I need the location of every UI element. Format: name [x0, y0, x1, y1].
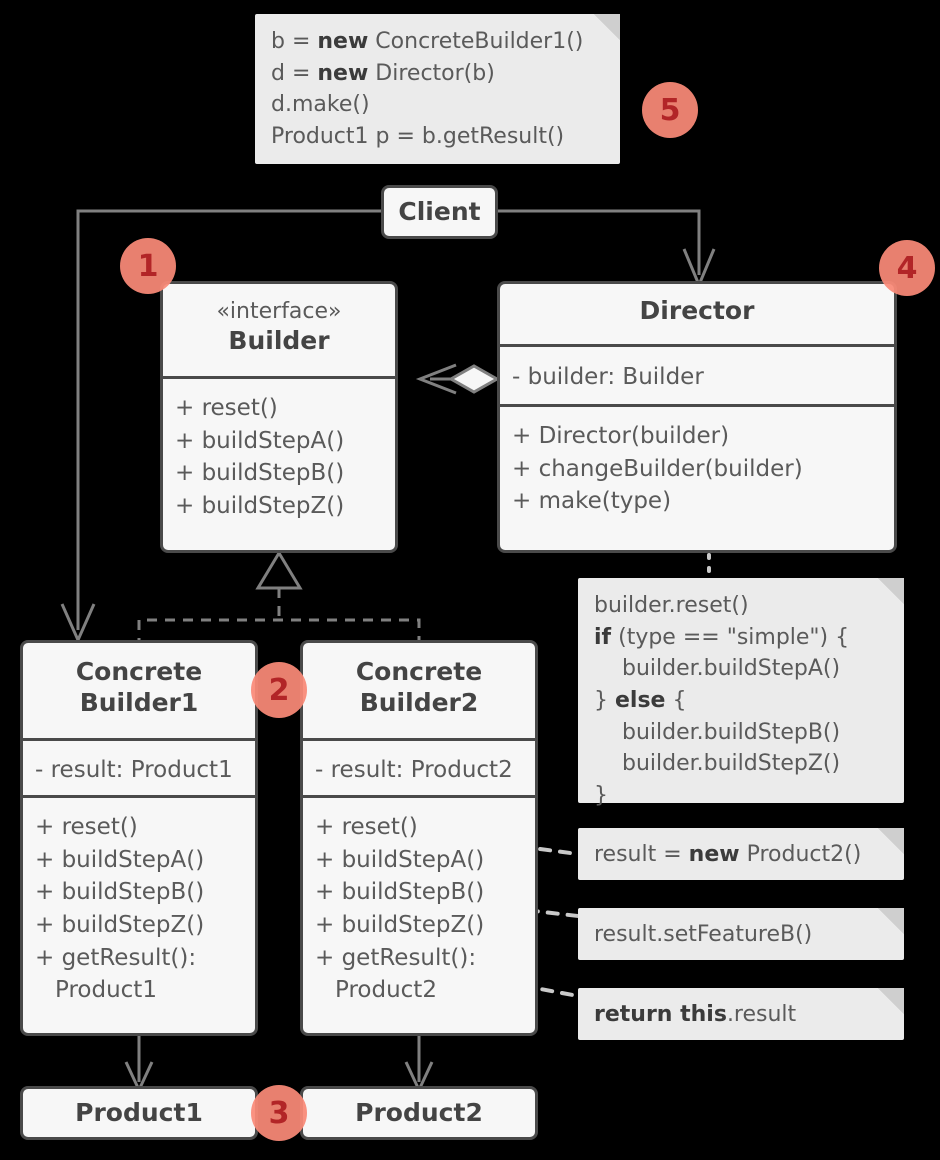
note-line: builder.reset()	[594, 593, 749, 618]
note-line: Product1 p = b.getResult()	[271, 124, 565, 150]
note-getresult-body: return this.result	[578, 988, 904, 1040]
class-box-director[interactable]: Director - builder: Builder + Director(b…	[497, 281, 897, 553]
badge-label: 2	[268, 672, 290, 708]
method-row: + buildStepA()	[315, 846, 485, 873]
class-title-concretebuilder2-line1: Concrete	[355, 657, 483, 686]
method-row: + Director(builder)	[512, 423, 730, 449]
note-make-body: builder.reset() if (type == "simple") { …	[578, 578, 904, 808]
class-box-client[interactable]: Client	[381, 185, 498, 239]
class-header-concretebuilder2: Concrete Builder2	[303, 643, 535, 738]
method-row: + buildStepZ()	[315, 911, 485, 938]
wire-concretebuilder2-to-product2	[404, 1036, 434, 1094]
class-fields-concretebuilder2: - result: Product2	[303, 738, 535, 795]
class-title-concretebuilder1-line2: Builder1	[79, 687, 199, 717]
note-fold-corner	[878, 988, 904, 1014]
note-line: }	[594, 783, 608, 809]
class-fields-director: - builder: Builder	[500, 344, 894, 404]
note-line: d.make()	[271, 92, 370, 118]
note-fold-corner	[594, 14, 620, 40]
field-row: - result: Product2	[315, 757, 513, 783]
method-row: + buildStepA()	[35, 846, 205, 873]
method-row: + reset()	[175, 395, 278, 421]
badge-label: 3	[268, 1095, 290, 1131]
method-row: + make(type)	[512, 488, 672, 515]
badge-2: 2	[251, 662, 307, 718]
note-line: b = new ConcreteBuilder1()	[271, 29, 584, 54]
class-title-concretebuilder2-line2: Builder2	[359, 687, 479, 717]
note-reset-body: result = new Product2()	[578, 828, 904, 880]
method-row: + getResult():	[35, 944, 197, 971]
method-row: + buildStepA()	[175, 427, 345, 454]
method-row: + buildStepZ()	[175, 492, 345, 519]
note-line: } else {	[594, 688, 687, 714]
note-buildstepb-body: result.setFeatureB()	[578, 908, 904, 960]
field-row: - result: Product1	[35, 757, 233, 783]
wire-client-to-director	[498, 209, 716, 289]
note-line: result.setFeatureB()	[594, 922, 813, 948]
class-title-concretebuilder1-line1: Concrete	[75, 657, 203, 686]
note-line: builder.buildStepZ()	[622, 751, 841, 777]
badge-label: 4	[896, 250, 918, 286]
badge-label: 5	[659, 92, 681, 128]
method-row: + buildStepB()	[175, 460, 345, 487]
method-row: + buildStepZ()	[35, 911, 205, 938]
method-row-continuation: Product1	[55, 977, 157, 1004]
class-header-builder: «interface» Builder	[163, 284, 395, 376]
method-row: + reset()	[315, 814, 418, 840]
class-methods-concretebuilder2: + reset() + buildStepA() + buildStepB() …	[303, 795, 535, 1017]
note-line: builder.buildStepA()	[622, 656, 841, 682]
note-line: d = new Director(b)	[271, 60, 495, 86]
note-fold-corner	[878, 908, 904, 934]
class-box-product1[interactable]: Product1	[20, 1086, 258, 1140]
badge-3: 3	[251, 1085, 307, 1141]
badge-1: 1	[120, 238, 176, 294]
class-fields-concretebuilder1: - result: Product1	[23, 738, 255, 795]
note-fold-corner	[878, 578, 904, 604]
wire-director-aggregates-builder	[415, 363, 501, 395]
badge-4: 4	[879, 240, 935, 296]
class-box-concretebuilder2[interactable]: Concrete Builder2 - result: Product2 + r…	[300, 640, 538, 1036]
note-line: if (type == "simple") {	[594, 624, 850, 650]
note-line: builder.buildStepB()	[622, 719, 841, 745]
note-client-code: b = new ConcreteBuilder1() d = new Direc…	[255, 14, 620, 164]
badge-label: 1	[137, 248, 159, 284]
badge-5: 5	[642, 82, 698, 138]
class-methods-director: + Director(builder) + changeBuilder(buil…	[500, 404, 894, 528]
class-header-concretebuilder1: Concrete Builder1	[23, 643, 255, 738]
wire-realization-builder	[137, 550, 421, 648]
method-row: + reset()	[35, 814, 138, 840]
class-title-product2: Product2	[355, 1097, 483, 1127]
method-row: + changeBuilder(builder)	[512, 455, 803, 482]
class-stereotype-builder: «interface»	[216, 299, 342, 324]
class-methods-builder: + reset() + buildStepA() + buildStepB() …	[163, 376, 395, 533]
class-title-director: Director	[639, 296, 755, 325]
class-box-concretebuilder1[interactable]: Concrete Builder1 - result: Product1 + r…	[20, 640, 258, 1036]
note-line: return this.result	[594, 1002, 797, 1028]
class-title-client: Client	[398, 196, 481, 226]
class-title-product1: Product1	[75, 1097, 203, 1127]
class-box-builder[interactable]: «interface» Builder + reset() + buildSte…	[160, 281, 398, 553]
class-methods-concretebuilder1: + reset() + buildStepA() + buildStepB() …	[23, 795, 255, 1017]
note-line: result = new Product2()	[594, 842, 862, 868]
wire-concretebuilder1-to-product1	[124, 1036, 154, 1094]
field-row: - builder: Builder	[512, 364, 704, 390]
method-row-continuation: Product2	[335, 977, 437, 1004]
method-row: + buildStepB()	[315, 879, 485, 906]
class-header-director: Director	[500, 284, 894, 344]
class-box-product2[interactable]: Product2	[300, 1086, 538, 1140]
method-row: + buildStepB()	[35, 879, 205, 906]
method-row: + getResult():	[315, 944, 477, 971]
class-title-builder: Builder	[228, 325, 330, 355]
note-fold-corner	[878, 828, 904, 854]
